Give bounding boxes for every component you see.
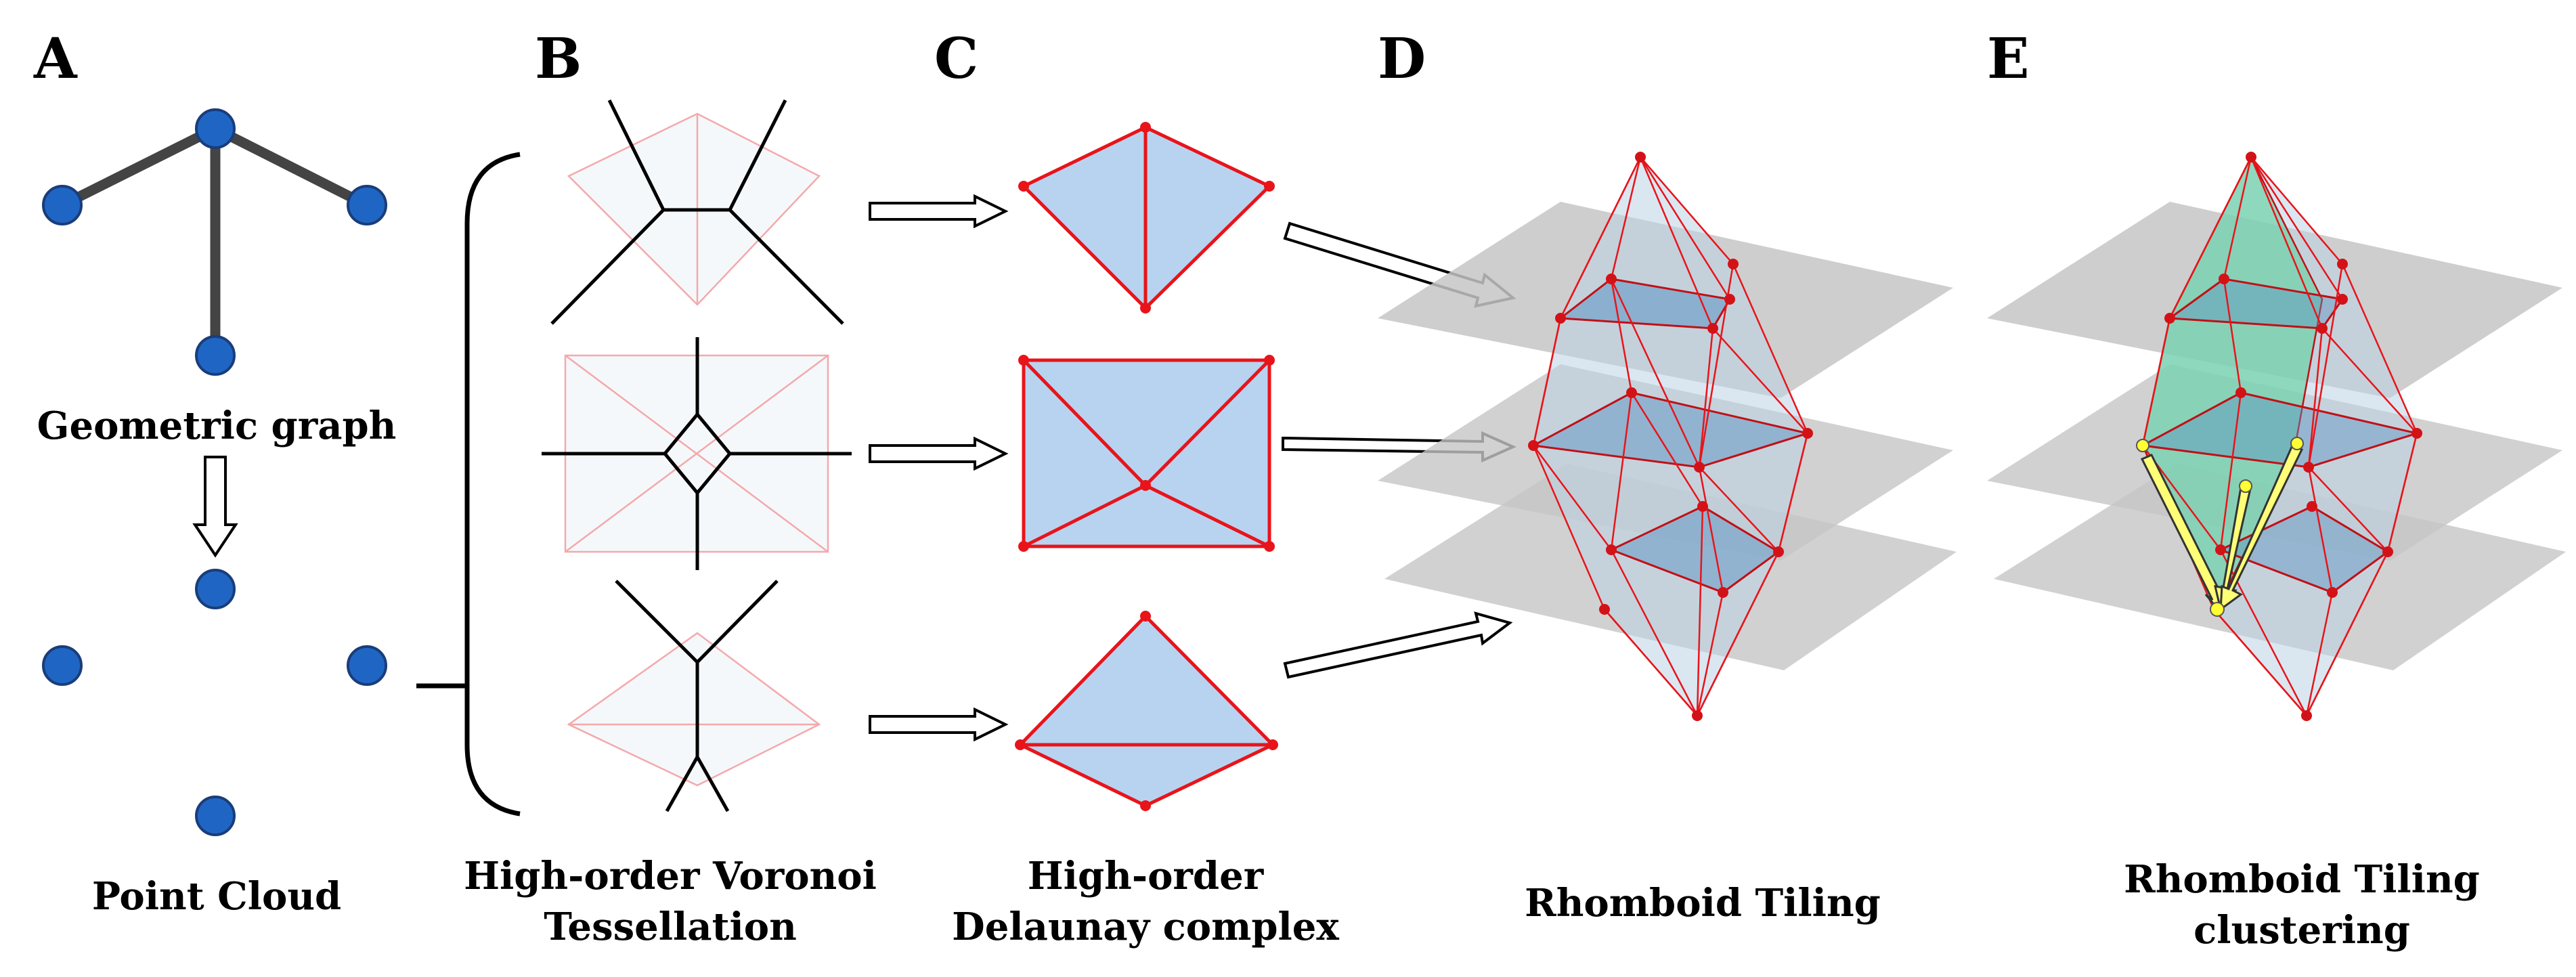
- voronoi-order-2: [542, 337, 852, 570]
- graph-node: [42, 185, 83, 225]
- panel-label-b: B: [535, 26, 582, 91]
- graph-node: [195, 335, 236, 376]
- right-arrow-icon: [869, 707, 1009, 742]
- panel-label-c: C: [934, 26, 978, 91]
- right-arrow-icon: [869, 436, 1009, 471]
- panel-label-e: E: [1987, 26, 2030, 91]
- brace: [416, 152, 521, 817]
- caption-clustering-line1: Rhomboid Tiling: [2124, 857, 2480, 902]
- delaunay-order-2: [1018, 355, 1275, 552]
- cloud-point: [195, 796, 236, 836]
- caption-geometric-graph: Geometric graph: [37, 404, 397, 448]
- right-arrow-icon: [869, 194, 1009, 229]
- cluster-point: [2290, 437, 2304, 450]
- down-arrow-icon: [192, 456, 238, 558]
- panel-label-d: D: [1378, 26, 1426, 91]
- cloud-point: [347, 645, 387, 686]
- graph-node: [347, 185, 387, 225]
- rhomboid-clustering: [1987, 152, 2566, 721]
- flow-arrow-icon: [2219, 444, 2304, 612]
- cloud-point: [42, 645, 83, 686]
- voronoi-order-3: [567, 580, 821, 812]
- caption-clustering-line2: clustering: [2193, 908, 2410, 953]
- caption-delaunay-line2: Delaunay complex: [952, 905, 1339, 949]
- voronoi-order-1: [550, 99, 844, 325]
- geometric-graph: [42, 108, 387, 376]
- graph-node: [195, 108, 236, 149]
- delaunay-order-3: [1015, 611, 1278, 811]
- caption-point-cloud: Point Cloud: [92, 874, 341, 919]
- cluster-point: [2239, 479, 2252, 493]
- graph-edge: [213, 124, 370, 210]
- caption-rhomboid-tiling: Rhomboid Tiling: [1525, 881, 1881, 926]
- rhomboid-tiling: [1378, 152, 1957, 721]
- cluster-point: [2210, 602, 2225, 617]
- panel-label-a: A: [33, 26, 78, 91]
- caption-delaunay-line1: High-order: [1028, 854, 1265, 898]
- caption-voronoi-line1: High-order Voronoi: [464, 854, 877, 898]
- cluster-flow-arrows: [2140, 444, 2304, 613]
- delaunay-order-1: [1018, 122, 1275, 313]
- cluster-point: [2136, 439, 2149, 452]
- cloud-point: [195, 569, 236, 609]
- right-arrow-icon: [1283, 611, 1513, 679]
- graph-edge: [60, 124, 218, 210]
- point-cloud: [42, 569, 387, 836]
- caption-voronoi-line2: Tessellation: [544, 905, 797, 949]
